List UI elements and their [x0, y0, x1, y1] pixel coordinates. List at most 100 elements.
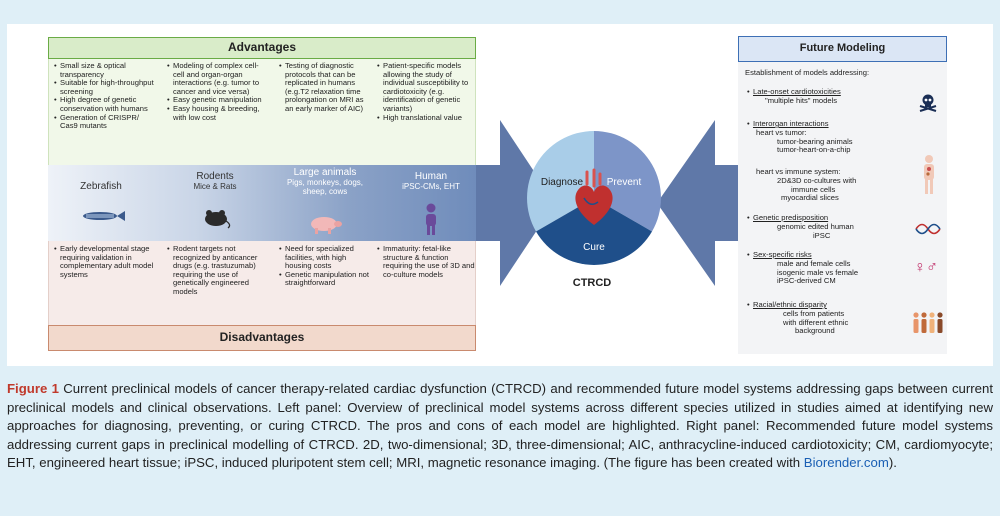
cure-label: Cure — [583, 242, 605, 253]
genetic-l2: iPSC — [813, 230, 831, 240]
dna-icon — [915, 223, 941, 235]
pig-icon — [311, 217, 342, 234]
skull-icon — [919, 94, 937, 112]
racial-title: Racial/ethnic disparity — [747, 300, 848, 310]
species-human: Human iPSC-CMs, EHT — [386, 171, 476, 191]
bullet-item: Immaturity: fetal-like structure & funct… — [377, 244, 475, 279]
arrows — [476, 120, 738, 286]
female-male-icon: ♀♂ — [914, 259, 938, 276]
racial-l3: background — [795, 326, 835, 336]
biorender-link[interactable]: Biorender.com — [803, 455, 889, 471]
left-arrow — [476, 120, 555, 286]
figure-caption: Figure 1 Current preclinical models of c… — [7, 380, 993, 473]
future-late-onset: Late-onset cardiotoxicities "multiple hi… — [747, 87, 841, 106]
species-rodents-sub: Mice & Rats — [193, 182, 237, 191]
future-sex: Sex-specific risks male and female cells… — [747, 250, 859, 286]
people-icon — [913, 312, 943, 333]
bullet-item: Modeling of complex cell-cell and organ-… — [167, 61, 269, 96]
adv-human: Patient-specific models allowing the stu… — [377, 61, 475, 122]
genetic-title: Genetic predisposition — [747, 213, 854, 223]
immune-l2: 2D&3D co-cultures with — [777, 175, 857, 185]
bullet-item: Easy genetic manipulation — [167, 96, 269, 105]
species-band: Zebrafish Rodents Mice & Rats Large anim… — [48, 165, 476, 241]
circle-segment-cure — [536, 198, 652, 265]
bullet-item: High degree of genetic conservation with… — [54, 96, 154, 113]
species-rodents-label: Rodents — [196, 171, 234, 182]
heart-icon — [575, 168, 613, 225]
figure-panel: Advantages Small size & optical transpar… — [7, 24, 993, 366]
disadvantages-header: Disadvantages — [48, 325, 476, 351]
bullet-item: Suitable for high-throughput screening — [54, 78, 154, 96]
adv-large-animals: Testing of diagnostic protocols that can… — [279, 61, 369, 114]
bullet-item: Rodent targets not recognized by antican… — [167, 244, 271, 297]
dis-rodents-list: Rodent targets not recognized by antican… — [167, 244, 271, 297]
late-onset-title: Late-onset cardiotoxicities — [747, 87, 841, 97]
body-organs-icon — [924, 155, 934, 194]
future-interorgan: Interorgan interactions heart vs tumor: … — [747, 119, 853, 155]
ctrcd-circle: Diagnose Prevent Cure — [527, 131, 661, 265]
circle-segment-diagnose — [527, 131, 594, 232]
circle-segment-prevent — [594, 131, 661, 232]
adv-zebrafish: Small size & optical transparencySuitabl… — [54, 61, 154, 131]
zebrafish-icon — [83, 211, 125, 221]
future-modeling-body: Establishment of models addressing: Late… — [738, 62, 947, 354]
adv-rodents: Modeling of complex cell-cell and organ-… — [167, 61, 269, 122]
dis-rodents: Rodent targets not recognized by antican… — [167, 244, 271, 297]
advantages-header: Advantages — [48, 37, 476, 59]
immune-l3: immune cells — [791, 184, 836, 194]
interorgan-l1: heart vs tumor: — [756, 127, 807, 137]
species-large-animals-label: Large animals — [293, 167, 357, 178]
human-icon — [426, 203, 436, 235]
immune-l1: heart vs immune system: — [756, 167, 841, 176]
species-large-animals-sub: Pigs, monkeys, dogs, sheep, cows — [286, 178, 364, 196]
bullet-item: Patient-specific models allowing the stu… — [377, 61, 475, 114]
diagnose-label: Diagnose — [541, 177, 584, 188]
future-immune: heart vs immune system: 2D&3D co-culture… — [747, 167, 857, 203]
species-zebrafish: Zebrafish — [56, 181, 146, 192]
interorgan-title: Interorgan interactions — [747, 119, 853, 129]
advantages-body: Small size & optical transparencySuitabl… — [48, 59, 476, 165]
dis-zebrafish: Early developmental stage requiring vali… — [54, 244, 154, 279]
future-genetic: Genetic predisposition genomic edited hu… — [747, 213, 854, 240]
racial-l1: cells from patients — [783, 308, 845, 318]
bullet-item: Testing of diagnostic protocols that can… — [279, 61, 369, 114]
ctrcd-label: CTRCD — [572, 277, 612, 289]
future-racial: Racial/ethnic disparity cells from patie… — [747, 300, 849, 336]
future-intro: Establishment of models addressing: — [745, 68, 870, 77]
adv-rodents-list: Modeling of complex cell-cell and organ-… — [167, 61, 269, 122]
bullet-item: Genetic manipulation not straightforward — [279, 270, 371, 288]
dis-large-animals-list: Need for specialized facilities, with hi… — [279, 244, 371, 288]
sex-l2: isogenic male vs female — [777, 267, 859, 277]
interorgan-l3: tumor-heart-on-a-chip — [777, 145, 851, 155]
adv-zebrafish-list: Small size & optical transparencySuitabl… — [54, 61, 154, 131]
prevent-label: Prevent — [607, 177, 642, 188]
right-arrow — [657, 120, 738, 286]
bullet-item: Easy housing & breeding, with low cost — [167, 104, 269, 122]
mouse-icon — [205, 210, 231, 229]
future-modeling-header: Future Modeling — [738, 36, 947, 62]
dis-human-list: Immaturity: fetal-like structure & funct… — [377, 244, 475, 279]
racial-l2: with different ethnic — [783, 317, 849, 327]
caption-text: Current preclinical models of cancer the… — [7, 381, 993, 471]
bullet-item: Early developmental stage requiring vali… — [54, 244, 154, 279]
interorgan-l2: tumor-bearing animals — [777, 136, 853, 146]
bullet-item: Need for specialized facilities, with hi… — [279, 244, 371, 271]
species-human-label: Human — [414, 171, 448, 182]
disadvantages-body: Early developmental stage requiring vali… — [48, 241, 476, 325]
species-large-animals: Large animals Pigs, monkeys, dogs, sheep… — [276, 167, 374, 196]
caption-end: ). — [888, 455, 897, 471]
species-zebrafish-label: Zebrafish — [80, 181, 122, 192]
sex-l3: iPSC-derived CM — [777, 276, 836, 286]
adv-large-animals-list: Testing of diagnostic protocols that can… — [279, 61, 369, 114]
sex-title: Sex-specific risks — [747, 250, 858, 260]
dis-large-animals: Need for specialized facilities, with hi… — [279, 244, 371, 288]
immune-l4: myocardial slices — [781, 193, 839, 203]
species-rodents: Rodents Mice & Rats — [170, 171, 260, 191]
bullet-item: Generation of CRISPR/ Cas9 mutants — [54, 113, 154, 131]
caption-fig-label: Figure 1 — [7, 381, 59, 396]
sex-l1: male and female cells — [777, 258, 851, 268]
dis-human: Immaturity: fetal-like structure & funct… — [377, 244, 475, 279]
late-onset-desc: "multiple hits" models — [765, 95, 838, 105]
genetic-l1: genomic edited human — [777, 221, 854, 231]
adv-human-list: Patient-specific models allowing the stu… — [377, 61, 475, 122]
